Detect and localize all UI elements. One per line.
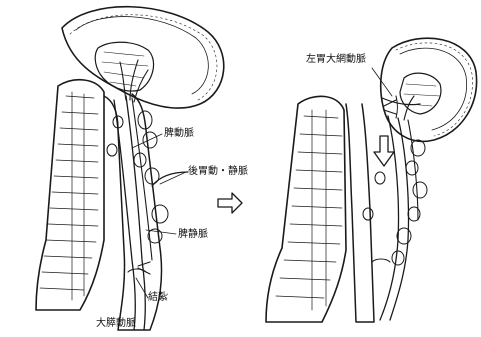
label-splenic-vein: 脾静脈	[178, 229, 208, 240]
splenic-vessels-left	[114, 60, 152, 330]
stomach-left	[36, 80, 104, 310]
ligature-left	[128, 262, 150, 274]
right-panel	[266, 38, 477, 322]
label-sma: 大膵動脈	[96, 318, 136, 329]
label-posterior-gastric: 後胃動・静脈	[188, 166, 248, 177]
label-ligation: 結紮	[148, 292, 168, 303]
spleen-left	[62, 7, 224, 108]
detach-arrow-icon	[374, 136, 394, 166]
nodes-left	[107, 111, 168, 243]
label-splenic-artery: 脾動脈	[164, 128, 194, 139]
process-arrow-icon	[218, 193, 242, 213]
label-left-gastroepiploic: 左胃大網動脈	[306, 54, 366, 65]
vessels-right	[380, 96, 418, 320]
spleen-right	[381, 38, 477, 141]
stomach-right	[266, 96, 346, 322]
pancreas-right	[346, 104, 374, 322]
